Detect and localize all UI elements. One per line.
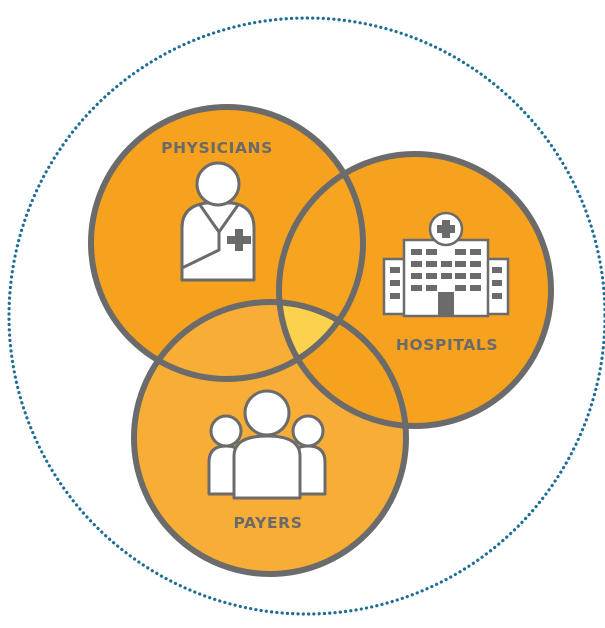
- physicians-label: PHYSICIANS: [161, 139, 273, 157]
- people-group-icon: [207, 389, 327, 500]
- hospital-icon: [382, 211, 510, 318]
- payers-circle-outline: [131, 299, 409, 577]
- hospitals-label: HOSPITALS: [396, 336, 498, 354]
- physicians-circle-outline: [88, 104, 366, 382]
- hospitals-payers-overlap: [279, 302, 406, 426]
- hospitals-circle-outline: [276, 151, 554, 429]
- payers-label: PAYERS: [234, 514, 303, 532]
- outer-dotted-ring: [7, 16, 605, 616]
- doctor-icon: [180, 161, 256, 282]
